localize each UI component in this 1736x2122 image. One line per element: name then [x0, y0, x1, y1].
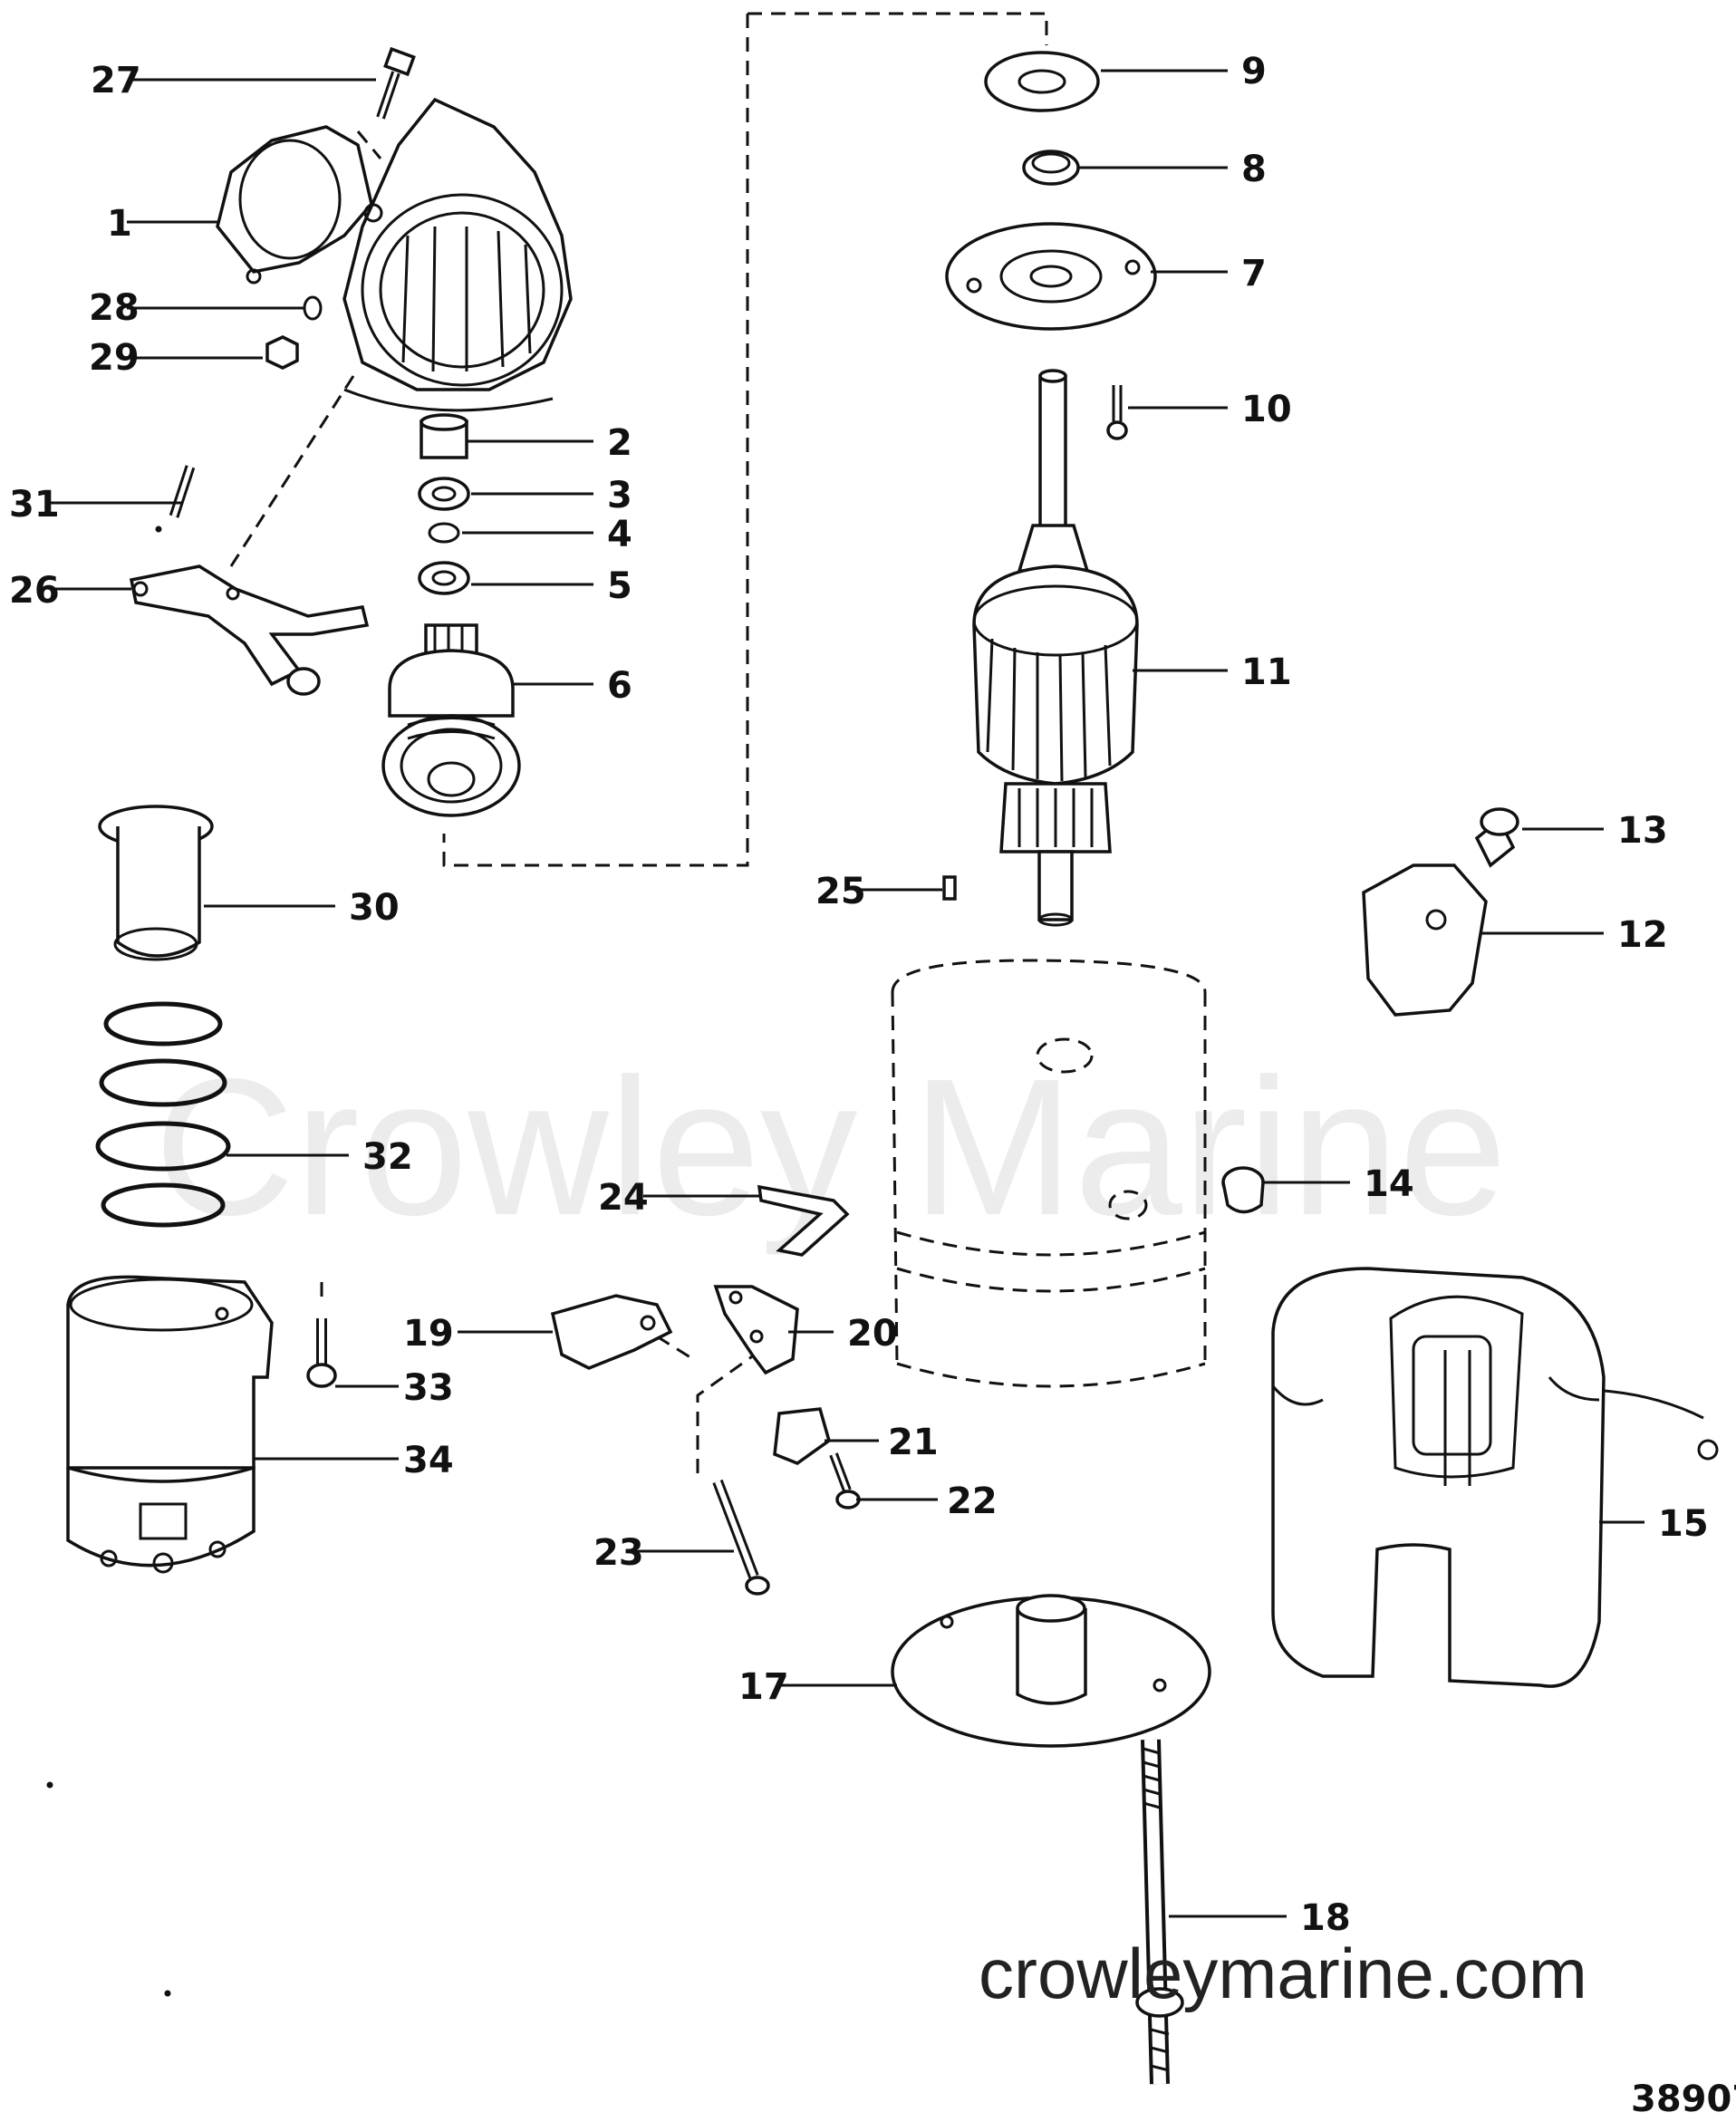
website-url: crowleymarine.com [979, 1934, 1587, 2013]
callout-5: 5 [607, 565, 632, 607]
part-22-screw [829, 1452, 861, 1510]
part-30-bushing [98, 805, 214, 961]
callout-29: 29 [89, 337, 140, 379]
part-32-spring [95, 1001, 231, 1228]
callout-32: 32 [362, 1136, 413, 1178]
part-7-brush-plate [945, 222, 1157, 331]
callout-4: 4 [607, 514, 632, 555]
assembly-path-left [442, 14, 749, 867]
part-15-field-coil [1271, 1267, 1719, 1688]
part-17-end-cap [891, 1594, 1211, 1748]
part-13-screw [1474, 807, 1519, 868]
callout-24: 24 [598, 1177, 649, 1219]
part-11-armature [972, 369, 1139, 927]
callout-31: 31 [9, 484, 60, 526]
part-20-brush-bracket [713, 1285, 799, 1375]
callout-2: 2 [607, 422, 632, 464]
part-2-sleeve [420, 413, 468, 459]
callout-15: 15 [1658, 1503, 1709, 1545]
callout-26: 26 [9, 570, 60, 612]
part-3-washer [418, 477, 470, 511]
figure-number: 38907 [1631, 2079, 1736, 2120]
part-27-bolt [376, 46, 416, 120]
part-4-retaining-ring [428, 522, 460, 544]
callout-25: 25 [815, 871, 866, 912]
callout-18: 18 [1300, 1897, 1351, 1939]
part-33-screw [306, 1318, 337, 1388]
callout-30: 30 [349, 887, 400, 929]
part-16-frame-outline [891, 959, 1207, 1388]
leader-lines [50, 69, 1644, 1918]
callout-10: 10 [1241, 389, 1292, 430]
part-21-brush [773, 1407, 832, 1465]
assembly-path-top [747, 12, 1048, 45]
callout-8: 8 [1241, 149, 1267, 190]
part-8-bushing [1022, 150, 1080, 186]
callout-13: 13 [1617, 810, 1668, 852]
part-14-plug [1221, 1166, 1265, 1214]
part-6-starter-drive [381, 623, 521, 817]
part-5-collar [418, 561, 470, 595]
callout-3: 3 [607, 475, 632, 516]
callout-28: 28 [89, 287, 140, 329]
assembly-path-20-23 [696, 1348, 762, 1477]
callout-7: 7 [1241, 253, 1267, 294]
callout-12: 12 [1617, 914, 1668, 956]
assembly-path-19-20 [656, 1335, 694, 1361]
callout-22: 22 [947, 1481, 998, 1522]
part-24-brush-spring [757, 1184, 850, 1257]
callout-11: 11 [1241, 651, 1292, 693]
part-12-brush-cover [1362, 863, 1488, 1017]
callout-20: 20 [847, 1313, 898, 1355]
callout-19: 19 [403, 1313, 454, 1355]
part-25-key [942, 875, 957, 901]
callout-6: 6 [607, 665, 632, 707]
callout-1: 1 [107, 203, 132, 245]
callout-9: 9 [1241, 51, 1267, 92]
part-1-drive-housing [216, 97, 573, 412]
callout-34: 34 [403, 1440, 454, 1481]
part-26-shift-lever [129, 564, 370, 696]
part-23-pin [712, 1479, 770, 1596]
callout-27: 27 [91, 60, 141, 101]
part-19-brush-holder [550, 1294, 673, 1370]
callout-23: 23 [593, 1532, 644, 1574]
part-28-lockwasher [303, 295, 323, 321]
part-34-solenoid [66, 1275, 274, 1574]
part-10-screw [1106, 385, 1128, 440]
part-18-thru-bolt [1135, 1739, 1184, 2085]
callout-21: 21 [888, 1422, 939, 1463]
part-9-thrust-washer [984, 51, 1100, 112]
callout-17: 17 [738, 1666, 789, 1708]
callout-33: 33 [403, 1367, 454, 1409]
assembly-path-fork [229, 375, 355, 567]
part-29-nut [265, 335, 299, 370]
callout-14: 14 [1364, 1163, 1414, 1205]
assembly-path-bolt [356, 130, 382, 159]
